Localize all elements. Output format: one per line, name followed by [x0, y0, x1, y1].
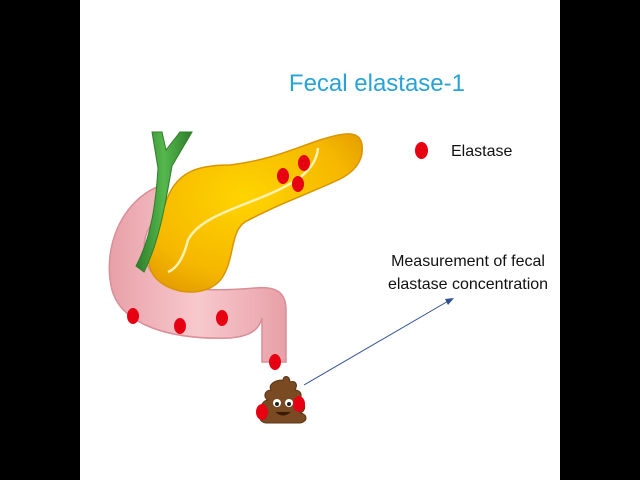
measurement-annotation: Measurement of fecal elastase concentrat… — [363, 250, 573, 296]
elastase-dot — [127, 308, 139, 324]
elastase-dot — [269, 354, 281, 370]
diagram-title: Fecal elastase-1 — [288, 70, 465, 97]
annotation-line-1: Measurement of fecal — [391, 253, 545, 270]
elastase-dot — [256, 404, 268, 420]
bile-duct — [135, 131, 193, 273]
legend-label: Elastase — [451, 143, 513, 160]
elastase-dot — [216, 310, 228, 326]
elastase-dot — [293, 396, 305, 412]
elastase-dot — [292, 176, 304, 192]
pancreas-diagram — [108, 131, 454, 424]
pancreatic-duct — [167, 147, 320, 274]
duodenum — [108, 184, 287, 363]
elastase-dot — [298, 155, 310, 171]
poop-emoji-icon — [259, 376, 307, 424]
elastase-dot — [174, 318, 186, 334]
slide: Fecal elastase-1 Elastase Measurement of… — [80, 0, 560, 480]
measurement-arrow — [303, 298, 454, 386]
legend-marker — [415, 142, 428, 159]
elastase-dot — [277, 168, 289, 184]
annotation-line-2: elastase concentration — [387, 276, 549, 293]
pancreas — [147, 133, 363, 293]
